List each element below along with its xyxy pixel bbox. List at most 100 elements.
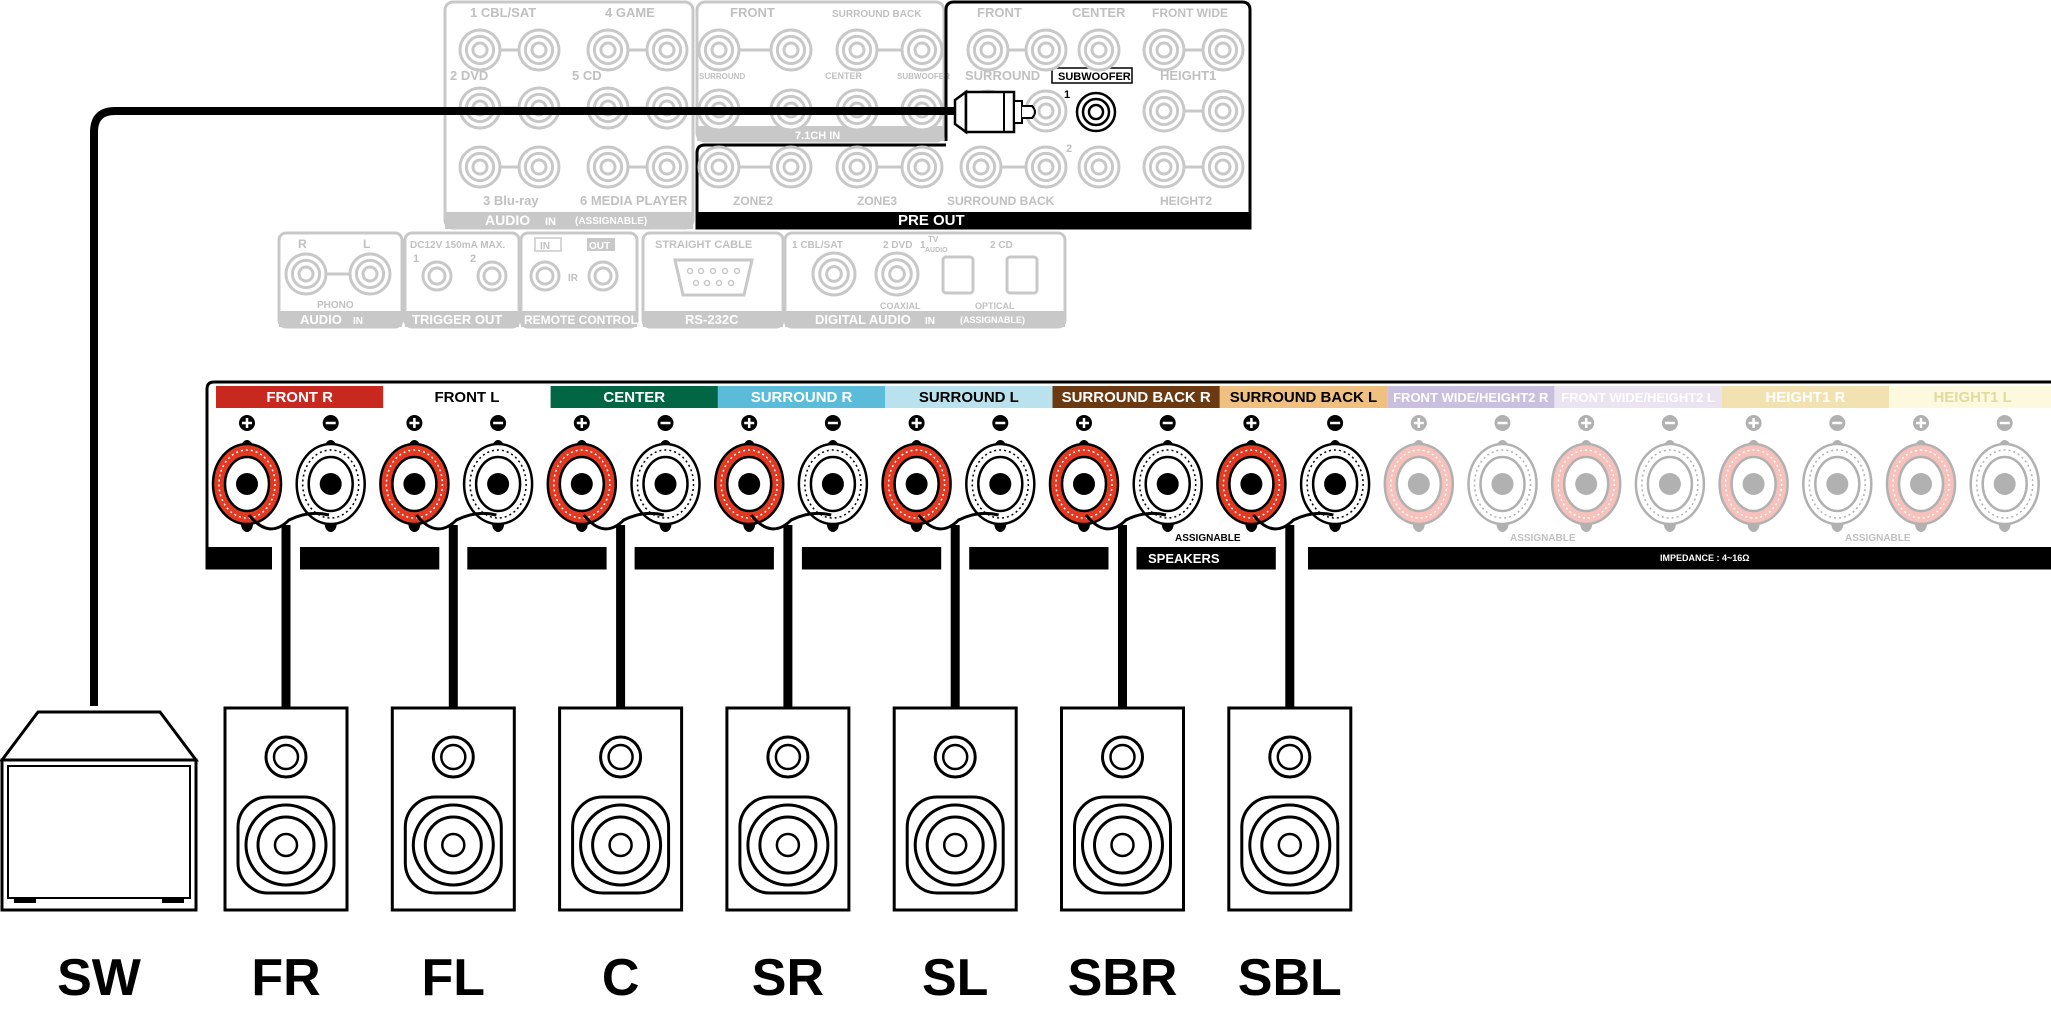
- pre-out-center-jack[interactable]: [1077, 28, 1121, 72]
- pre-out-jack[interactable]: [1142, 28, 1186, 72]
- pre-out-jack[interactable]: [697, 145, 741, 189]
- rca-plug: [953, 89, 1036, 135]
- speaker-label-sbl: SBL: [1238, 949, 1342, 1007]
- negative-terminal[interactable]: [295, 415, 366, 532]
- coaxial-jack[interactable]: [874, 251, 920, 297]
- negative-terminal[interactable]: [965, 415, 1036, 532]
- trigger-1: 1: [413, 253, 419, 265]
- pre-out-jack[interactable]: [1201, 28, 1245, 72]
- label-pre-center: CENTER: [1072, 5, 1126, 20]
- speaker-c: C: [558, 706, 684, 1007]
- positive-terminal[interactable]: [1048, 415, 1120, 532]
- subwoofer-pre-out-jack[interactable]: [1075, 91, 1117, 133]
- svg-text:CENTER: CENTER: [603, 389, 665, 406]
- mini-jack[interactable]: [529, 260, 561, 292]
- pre-out-jack[interactable]: [835, 145, 879, 189]
- channel-label: HEIGHT1 R: [1721, 386, 1889, 408]
- subwoofer-cable: [90, 107, 960, 706]
- label-dvd: 2 DVD: [450, 68, 488, 83]
- assignable-label-1: ASSIGNABLE: [1175, 533, 1241, 544]
- label-71-subwoofer: SUBWOOFER: [897, 72, 950, 81]
- ch71-in-jack[interactable]: [769, 28, 813, 72]
- pre-out-jack[interactable]: [769, 145, 813, 189]
- svg-text:SURROUND BACK R: SURROUND BACK R: [1062, 389, 1211, 406]
- pre-out-jack[interactable]: [1024, 145, 1068, 189]
- speaker-label-c: C: [602, 949, 640, 1007]
- audio-in-jack[interactable]: [458, 28, 502, 72]
- ch71-in-jack[interactable]: [900, 28, 944, 72]
- pre-out-jack[interactable]: [1201, 145, 1245, 189]
- phono-jack[interactable]: [348, 252, 392, 296]
- audio-in-jack[interactable]: [645, 145, 689, 189]
- audio-in-jack[interactable]: [517, 28, 561, 72]
- negative-terminal[interactable]: [797, 415, 869, 532]
- audio-in-note: (ASSIGNABLE): [575, 216, 647, 227]
- label-cbl-sat: 1 CBL/SAT: [470, 5, 536, 20]
- ch71-in-jack[interactable]: [835, 28, 879, 72]
- svg-text:FRONT WIDE/HEIGHT2 R: FRONT WIDE/HEIGHT2 R: [1393, 390, 1549, 405]
- audio-in-jack[interactable]: [458, 145, 502, 189]
- mini-jack[interactable]: [476, 260, 508, 292]
- pre-out-subwoofer-2-jack[interactable]: [1077, 145, 1121, 189]
- negative-terminal[interactable]: [630, 415, 701, 532]
- pre-out-jack[interactable]: [900, 145, 944, 189]
- remote-control-panel: IN OUT IR REMOTE CONTROL: [519, 231, 639, 329]
- negative-terminal[interactable]: [1132, 415, 1203, 532]
- positive-terminal[interactable]: [713, 415, 785, 532]
- ch71-in-jack[interactable]: [697, 28, 741, 72]
- positive-terminal[interactable]: [546, 415, 618, 532]
- speaker-wire-tip: [1084, 511, 1167, 531]
- positive-terminal[interactable]: [1885, 415, 1957, 532]
- mini-jack[interactable]: [587, 260, 619, 292]
- trigger-2: 2: [470, 253, 476, 265]
- audio-in-jack[interactable]: [645, 28, 689, 72]
- negative-terminal[interactable]: [1802, 415, 1873, 532]
- speaker-wire-tip: [1252, 511, 1334, 531]
- channel-label: FRONT WIDE/HEIGHT2 R: [1387, 386, 1555, 408]
- negative-terminal[interactable]: [1634, 415, 1706, 532]
- positive-terminal[interactable]: [1718, 415, 1789, 532]
- pre-out-title: PRE OUT: [898, 212, 965, 229]
- pre-out-jack[interactable]: [1201, 89, 1245, 133]
- pre-out-jack[interactable]: [1142, 145, 1186, 189]
- negative-terminal[interactable]: [462, 415, 534, 532]
- pre-out-jack[interactable]: [959, 145, 1003, 189]
- negative-terminal[interactable]: [1299, 415, 1371, 532]
- coaxial-jack[interactable]: [811, 251, 857, 297]
- pre-out-jack[interactable]: [1024, 28, 1068, 72]
- assignable-label-2: ASSIGNABLE: [1510, 533, 1576, 544]
- pre-out-jack[interactable]: [1142, 89, 1186, 133]
- subwoofer-label: SUBWOOFER: [1058, 71, 1131, 83]
- digital-title: DIGITAL AUDIO: [815, 312, 911, 327]
- pre-out-jack[interactable]: [966, 28, 1010, 72]
- negative-terminal[interactable]: [1969, 415, 2040, 532]
- optical-jack-2[interactable]: [1005, 255, 1039, 295]
- pre-out-jack[interactable]: [1024, 89, 1068, 133]
- audio-in-jack[interactable]: [517, 145, 561, 189]
- positive-terminal[interactable]: [211, 415, 283, 532]
- audio-in-jack[interactable]: [586, 28, 630, 72]
- channel-label: FRONT R: [216, 386, 384, 408]
- channel-label: SURROUND R: [717, 386, 886, 408]
- positive-terminal[interactable]: [881, 415, 952, 532]
- speaker-wire-tip: [247, 511, 330, 531]
- speaker-sbl: SBL: [1227, 706, 1353, 1007]
- speaker-label-fr: FR: [251, 949, 320, 1007]
- subwoofer-2-label: 2: [1066, 143, 1072, 155]
- label-pre-front-wide: FRONT WIDE: [1152, 6, 1228, 20]
- digital-cbl-sat: 1 CBL/SAT: [792, 240, 843, 251]
- positive-terminal[interactable]: [1383, 415, 1455, 532]
- negative-terminal[interactable]: [1467, 415, 1538, 532]
- audio-in-jack[interactable]: [586, 145, 630, 189]
- phono-jack[interactable]: [284, 252, 328, 296]
- positive-terminal[interactable]: [1216, 415, 1287, 532]
- optical-jack-1[interactable]: [941, 255, 975, 295]
- speaker-wire-tip: [750, 511, 832, 531]
- remote-title: REMOTE CONTROL: [524, 313, 638, 327]
- speakers-title: SPEAKERS: [1148, 551, 1220, 566]
- positive-terminal[interactable]: [1550, 415, 1622, 532]
- mini-jack[interactable]: [421, 260, 453, 292]
- positive-terminal[interactable]: [379, 415, 450, 532]
- channel-label: FRONT WIDE/HEIGHT2 L: [1554, 386, 1722, 408]
- speaker-fl: FL: [390, 706, 516, 1007]
